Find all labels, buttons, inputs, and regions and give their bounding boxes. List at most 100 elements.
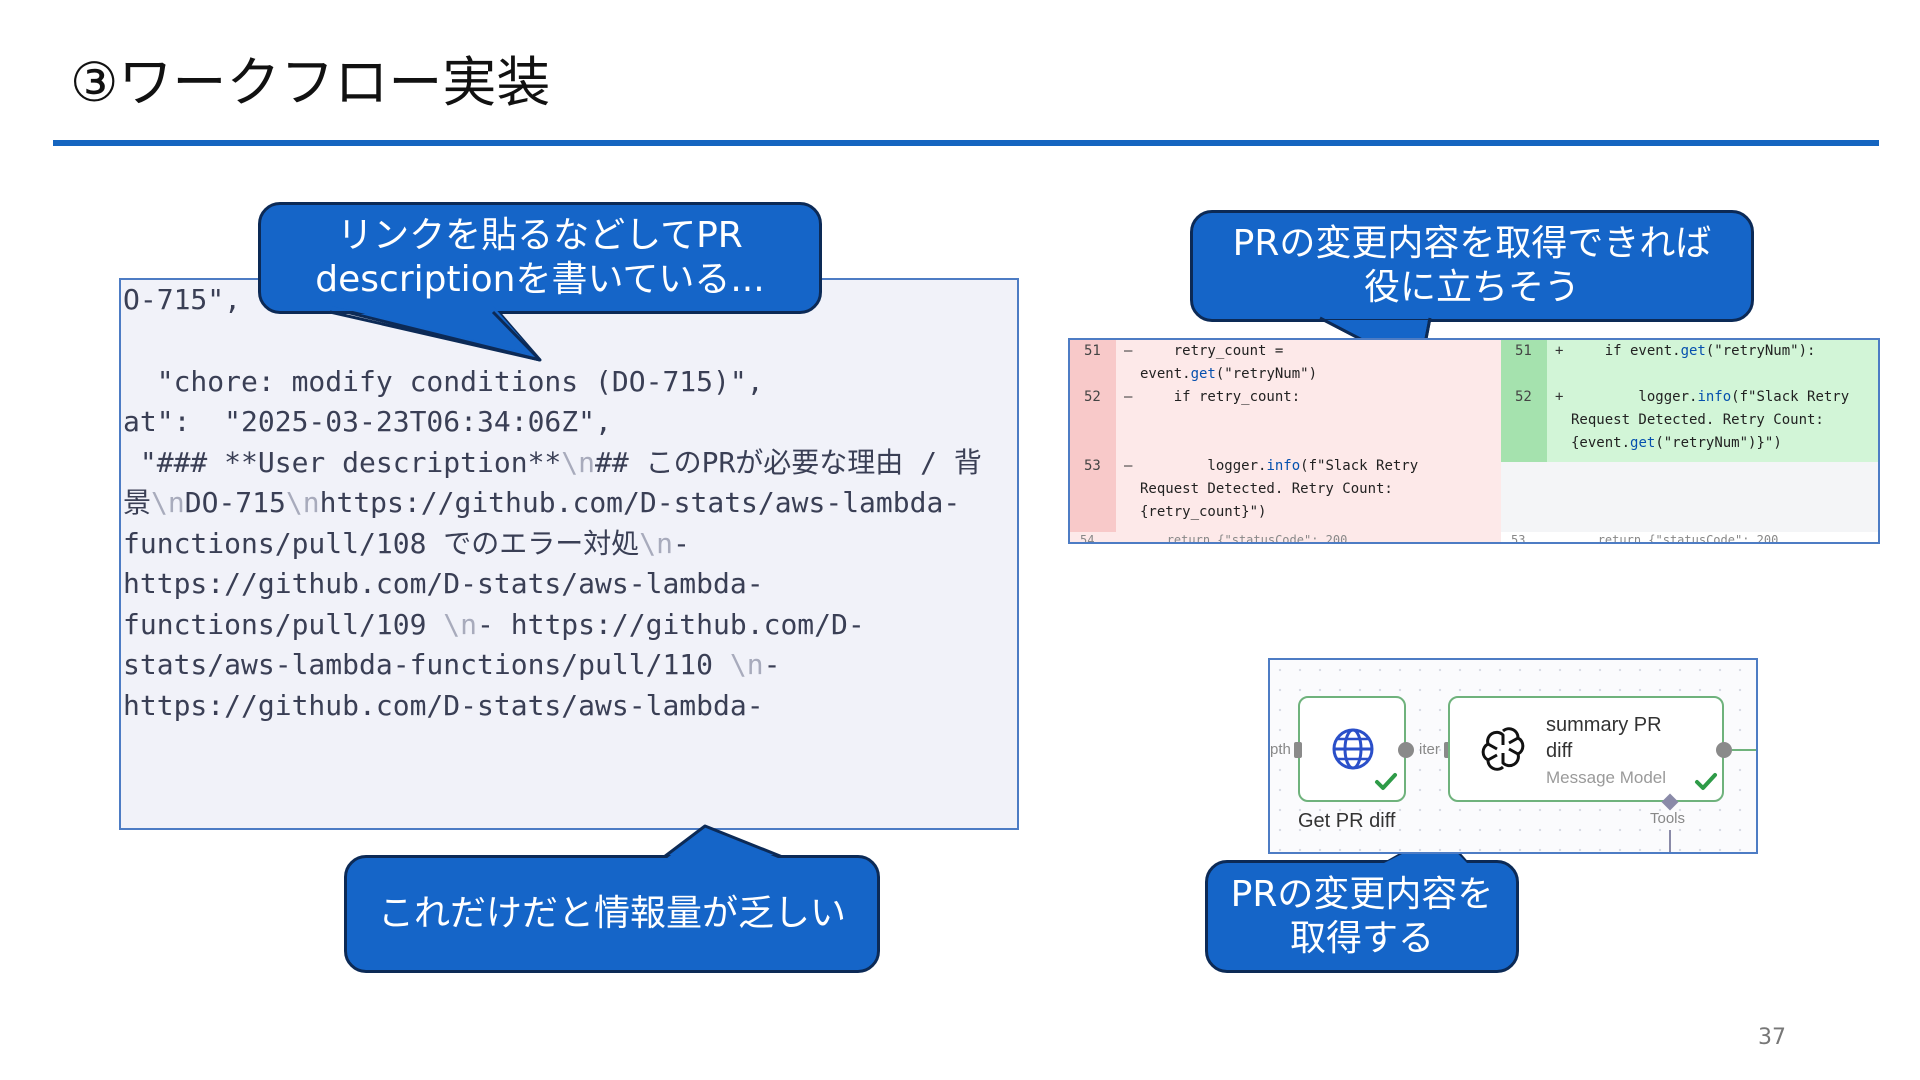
check-icon — [1695, 773, 1717, 790]
code-line: stats/aws-lambda-functions/pull/110 \n- — [123, 645, 780, 685]
page-number: 37 — [1758, 1025, 1786, 1050]
code-line: at": "2025-03-23T06:34:06Z", — [123, 402, 612, 442]
code-text: O-715", — [123, 283, 242, 316]
sum-node-output-port[interactable] — [1716, 742, 1732, 758]
diff-right-column: 51 + if event.get("retryNum"): 52 + logger.… — [1501, 340, 1878, 542]
diff-line-number: 52 — [1084, 389, 1101, 405]
get-pr-diff-node[interactable] — [1298, 696, 1406, 802]
diff-keyword: info — [1266, 458, 1301, 474]
code-text: functions/pull/108 でのエラー対処 — [123, 527, 640, 560]
code-line: 景\nDO-715\nhttps://github.com/D-stats/aw… — [123, 483, 960, 523]
sum-node-title: summary PR diff — [1546, 714, 1662, 762]
code-text: stats/aws-lambda-functions/pull/110 — [123, 648, 730, 681]
diff-sign: – — [1124, 343, 1133, 359]
diff-line-number: 51 — [1084, 343, 1101, 359]
diff-code-line: if retry_count: — [1140, 386, 1300, 409]
diff-text: Request Detected. Retry Count: — [1571, 412, 1824, 428]
diff-left-column: 51 – retry_count = event.get("retryNum") 52… — [1070, 340, 1501, 542]
diff-text: {event. — [1571, 435, 1631, 451]
diff-keyword: get — [1190, 366, 1216, 382]
code-line: functions/pull/109 \n- https://github.co… — [123, 605, 865, 645]
mid-port-label: iter — [1419, 741, 1440, 758]
escape-sequence: \n — [443, 608, 478, 641]
left-port-label: pth — [1270, 741, 1291, 758]
code-line: O-715", — [123, 280, 241, 320]
pr-diff-panel: 51– retry_count =event.get("retryNum")52… — [1068, 338, 1880, 544]
diff-code-line: if event.get("retryNum"): — [1571, 340, 1816, 363]
diff-line-number: 51 — [1515, 343, 1532, 359]
code-line: https://github.com/D-stats/aws-lambda- — [123, 564, 764, 604]
diff-text: event. — [1140, 366, 1191, 382]
get-node-input-port[interactable] — [1294, 742, 1302, 758]
code-line: functions/pull/108 でのエラー対処\n- — [123, 524, 690, 564]
diff-added-block — [1547, 340, 1878, 462]
diff-text: ("retryNum"): — [1705, 343, 1816, 359]
diff-cut-line-left: 54 return {"statusCode": 200 — [1080, 533, 1348, 544]
escape-sequence: \n — [561, 446, 596, 479]
code-text: at": "2025-03-23T06:34:06Z", — [123, 405, 612, 438]
diff-text: if retry_count: — [1140, 389, 1301, 405]
globe-icon — [1332, 728, 1374, 770]
diff-text: ("retryNum") — [1215, 366, 1318, 382]
code-line: "### **User description**\n## このPRが必要な理由… — [123, 443, 982, 483]
code-text: "chore: modify conditions (DO-715)", — [123, 365, 764, 398]
openai-icon — [1481, 727, 1525, 771]
code-text: ## このPRが必要な理由 / 背 — [595, 446, 982, 479]
summary-pr-diff-node[interactable]: summary PR diff Message Model — [1448, 696, 1724, 802]
code-text: https://github.com/D-stats/aws-lambda- — [123, 689, 764, 722]
diff-text: logger. — [1140, 458, 1267, 474]
diff-gutter-deleted — [1070, 340, 1116, 532]
diff-cut-line-right: 53 return {"statusCode": 200 — [1511, 533, 1779, 544]
diff-text: ("retryNum")}") — [1655, 435, 1782, 451]
diff-code-line: logger.info(f"Slack Retry — [1140, 455, 1418, 478]
output-connector — [1732, 749, 1756, 751]
check-icon — [1375, 773, 1397, 790]
diff-gutter-added — [1501, 340, 1547, 462]
escape-sequence: \n — [151, 486, 185, 519]
diff-line-number: 53 — [1084, 458, 1101, 474]
diff-text: Request Detected. Retry Count: — [1140, 481, 1393, 497]
code-text: - — [763, 648, 781, 681]
diff-code-line: {retry_count}") — [1140, 501, 1266, 524]
tools-connector — [1669, 830, 1671, 852]
diff-code-line: event.get("retryNum") — [1140, 363, 1317, 386]
diff-sign: + — [1555, 343, 1564, 359]
code-line: https://github.com/D-stats/aws-lambda- — [123, 686, 764, 726]
get-node-caption: Get PR diff — [1298, 810, 1396, 832]
code-text: "### **User description** — [123, 446, 562, 479]
tools-label: Tools — [1650, 810, 1686, 827]
diff-sign: + — [1555, 389, 1564, 405]
diff-code-line: {event.get("retryNum")}") — [1571, 432, 1782, 455]
escape-sequence: \n — [729, 648, 764, 681]
pr-description-code-panel: O-715", "chore: modify conditions (DO-71… — [119, 278, 1019, 830]
diff-sign: – — [1124, 389, 1133, 405]
escape-sequence: \n — [639, 527, 674, 560]
diff-text: if event. — [1571, 343, 1681, 359]
code-text: https://github.com/D-stats/aws-lambda- — [123, 567, 764, 600]
code-text: 景 — [123, 486, 152, 519]
callout-description: リンクを貼るなどしてPR descriptionを書いている... — [258, 202, 822, 314]
code-text: functions/pull/109 — [123, 608, 444, 641]
code-text: - https://github.com/D- — [477, 608, 865, 641]
callout-useful: PRの変更内容を取得できれば 役に立ちそう — [1190, 210, 1754, 322]
diff-text: (f"Slack Retry — [1731, 389, 1850, 405]
diff-code-line: logger.info(f"Slack Retry — [1571, 386, 1849, 409]
diff-text: retry_count = — [1140, 343, 1284, 359]
diff-code-line: Request Detected. Retry Count: — [1140, 478, 1393, 501]
callout-lack-info: これだけだと情報量が乏しい — [344, 855, 880, 973]
title-rule — [53, 140, 1879, 146]
diff-sign: – — [1124, 458, 1133, 474]
diff-code-line: Request Detected. Retry Count: — [1571, 409, 1824, 432]
diff-blank-block — [1501, 462, 1878, 532]
callout-get-changes: PRの変更内容を 取得する — [1205, 860, 1519, 973]
diff-line-number: 52 — [1515, 389, 1532, 405]
get-node-output-port[interactable] — [1398, 742, 1414, 758]
sum-node-subtitle: Message Model — [1546, 768, 1667, 787]
escape-sequence: \n — [285, 486, 320, 519]
diff-text: logger. — [1571, 389, 1698, 405]
diff-code-line: retry_count = — [1140, 340, 1284, 363]
diff-text: {retry_count}") — [1140, 504, 1267, 520]
diff-keyword: get — [1680, 343, 1706, 359]
code-text: https://github.com/D-stats/aws-lambda- — [319, 486, 961, 519]
workflow-canvas: pth iter summary PR diff Messag — [1268, 658, 1758, 854]
